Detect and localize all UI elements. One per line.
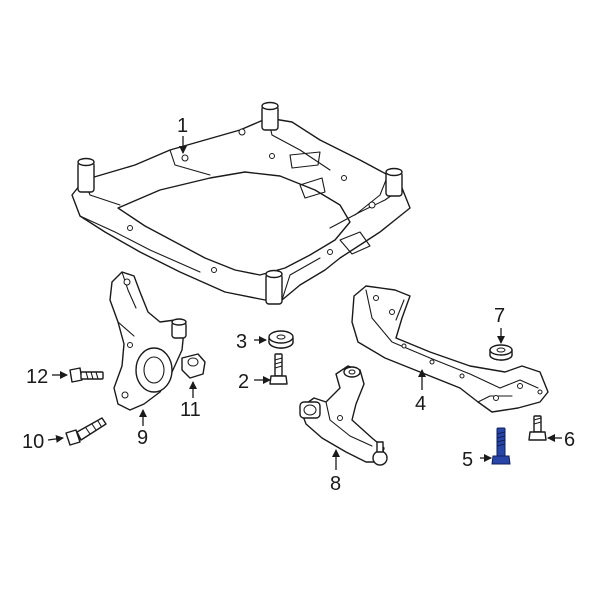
- subframe-part-1[interactable]: [71, 101, 411, 305]
- callout-labels: 1 2 3 4 5 6 7 8 9 10 11 12: [22, 115, 575, 495]
- bolt-part-6[interactable]: [528, 415, 547, 441]
- bolt-part-12[interactable]: [69, 367, 104, 383]
- bolt-part-10[interactable]: [65, 417, 107, 446]
- bushing-part-11[interactable]: [181, 353, 206, 379]
- nut-part-7[interactable]: [489, 344, 513, 361]
- bolt-part-2[interactable]: [269, 353, 288, 385]
- callout-3: 3: [236, 331, 247, 353]
- tower-front-left: [77, 157, 95, 193]
- control-arm-part-8[interactable]: [299, 365, 388, 466]
- callout-4: 4: [415, 393, 426, 415]
- tower-rear-left: [261, 101, 279, 131]
- washer-part-3[interactable]: [268, 330, 294, 349]
- callout-7: 7: [494, 305, 505, 327]
- callout-10: 10: [22, 431, 44, 453]
- callout-5: 5: [462, 449, 473, 471]
- callout-8: 8: [330, 473, 341, 495]
- tower-rear-right: [385, 167, 403, 197]
- callout-11: 11: [180, 399, 201, 421]
- callout-12: 12: [26, 366, 48, 388]
- callout-9: 9: [137, 427, 148, 449]
- callout-1: 1: [177, 115, 188, 137]
- tower-front-right: [265, 269, 283, 305]
- leader-lines: [47, 136, 562, 470]
- crossmember-part-4[interactable]: [351, 285, 549, 413]
- callout-2: 2: [238, 371, 249, 393]
- callout-6: 6: [564, 429, 575, 451]
- steering-knuckle-part-9[interactable]: [109, 271, 187, 411]
- bolt-part-5-highlighted[interactable]: [491, 427, 511, 465]
